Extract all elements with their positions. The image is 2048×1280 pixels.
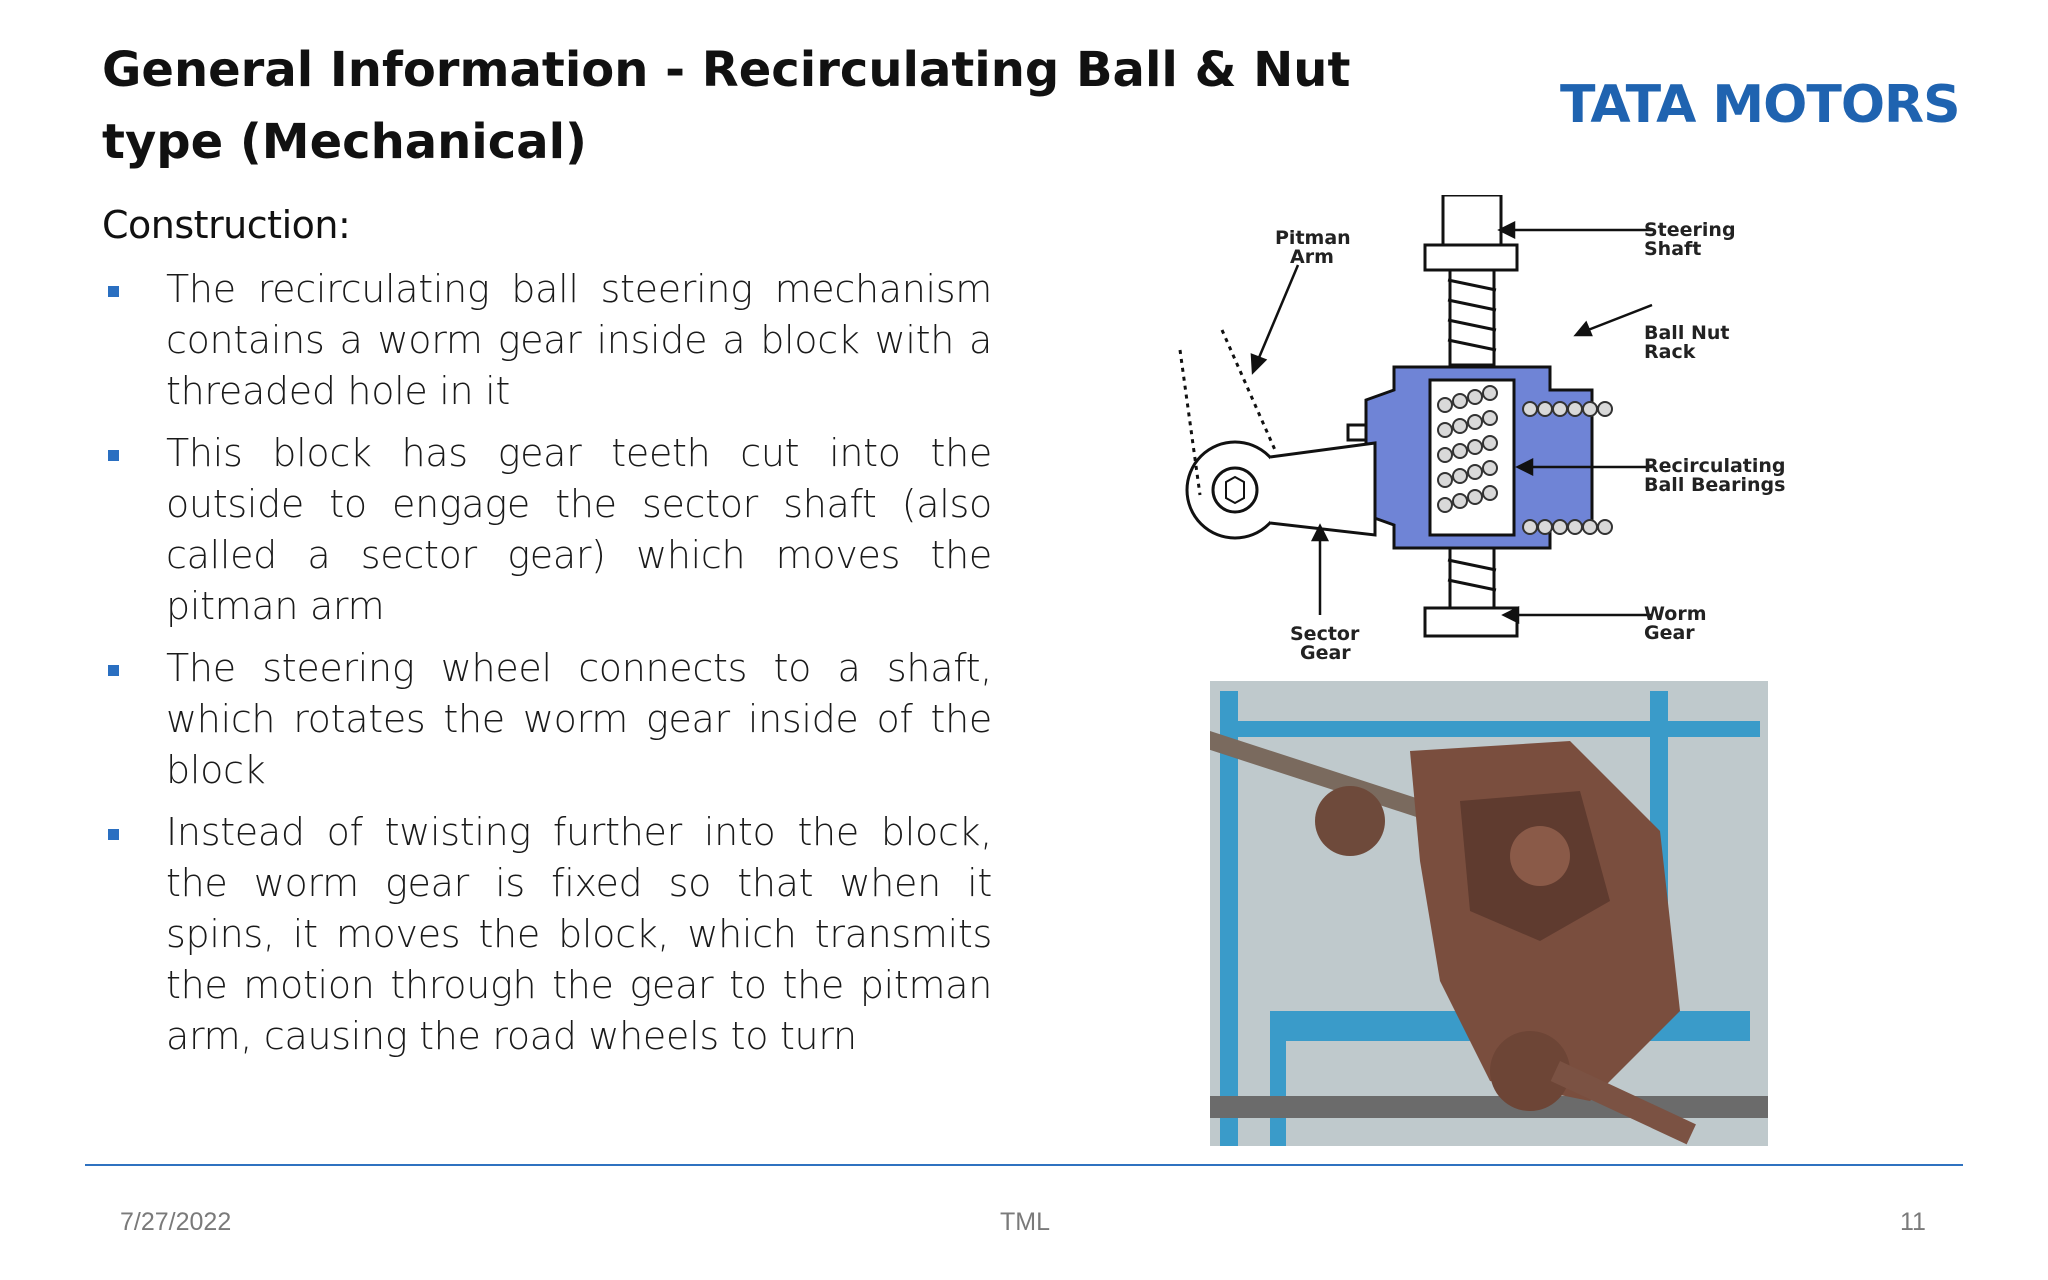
footer-center-text: TML [1000,1208,1050,1236]
list-item: The recirculating ball steering mechanis… [102,264,992,417]
label-sector-gear-line2: Gear [1300,642,1351,664]
bullet-list: The recirculating ball steering mechanis… [102,264,992,1073]
square-bullet-icon [108,286,119,297]
label-recirculating-ball-bearings-line2: Ball Bearings [1644,474,1785,496]
label-pitman-arm-line2: Arm [1290,246,1334,268]
label-steering-shaft: Steering [1644,219,1736,241]
list-item: Instead of twisting further into the blo… [102,807,992,1062]
footer-date: 7/27/2022 [120,1208,232,1236]
list-item: This block has gear teeth cut into the o… [102,428,992,632]
label-sector-gear: Sector [1290,623,1360,645]
section-heading: Construction: [102,203,351,247]
bullet-text: Instead of twisting further into the blo… [166,810,992,1058]
footer-divider [85,1164,1963,1166]
list-item: The steering wheel connects to a shaft, … [102,643,992,796]
steering-gear-diagram: Pitman Arm Steering Shaft Ball Nut Rack … [1178,195,1786,664]
bullet-text: The steering wheel connects to a shaft, … [166,646,992,792]
page-number: 11 [1900,1208,1926,1236]
tata-motors-logo: TATA MOTORS [1560,75,1961,132]
square-bullet-icon [108,665,119,676]
svg-text:TATA MOTORS: TATA MOTORS [1560,75,1960,132]
bullet-text: This block has gear teeth cut into the o… [166,431,992,628]
bullet-text: The recirculating ball steering mechanis… [166,267,992,413]
square-bullet-icon [108,829,119,840]
label-ball-nut-rack-line2: Rack [1644,341,1696,363]
label-worm-gear-line2: Gear [1644,622,1695,644]
steering-gearbox-photo [1210,681,1768,1146]
square-bullet-icon [108,450,119,461]
label-recirculating-ball-bearings: Recirculating [1644,455,1786,477]
slide-title: General Information - Recirculating Ball… [102,42,1351,170]
label-ball-nut-rack: Ball Nut [1644,322,1729,344]
label-pitman-arm: Pitman [1275,227,1351,249]
label-worm-gear: Worm [1644,603,1707,625]
label-steering-shaft-line2: Shaft [1644,238,1701,260]
